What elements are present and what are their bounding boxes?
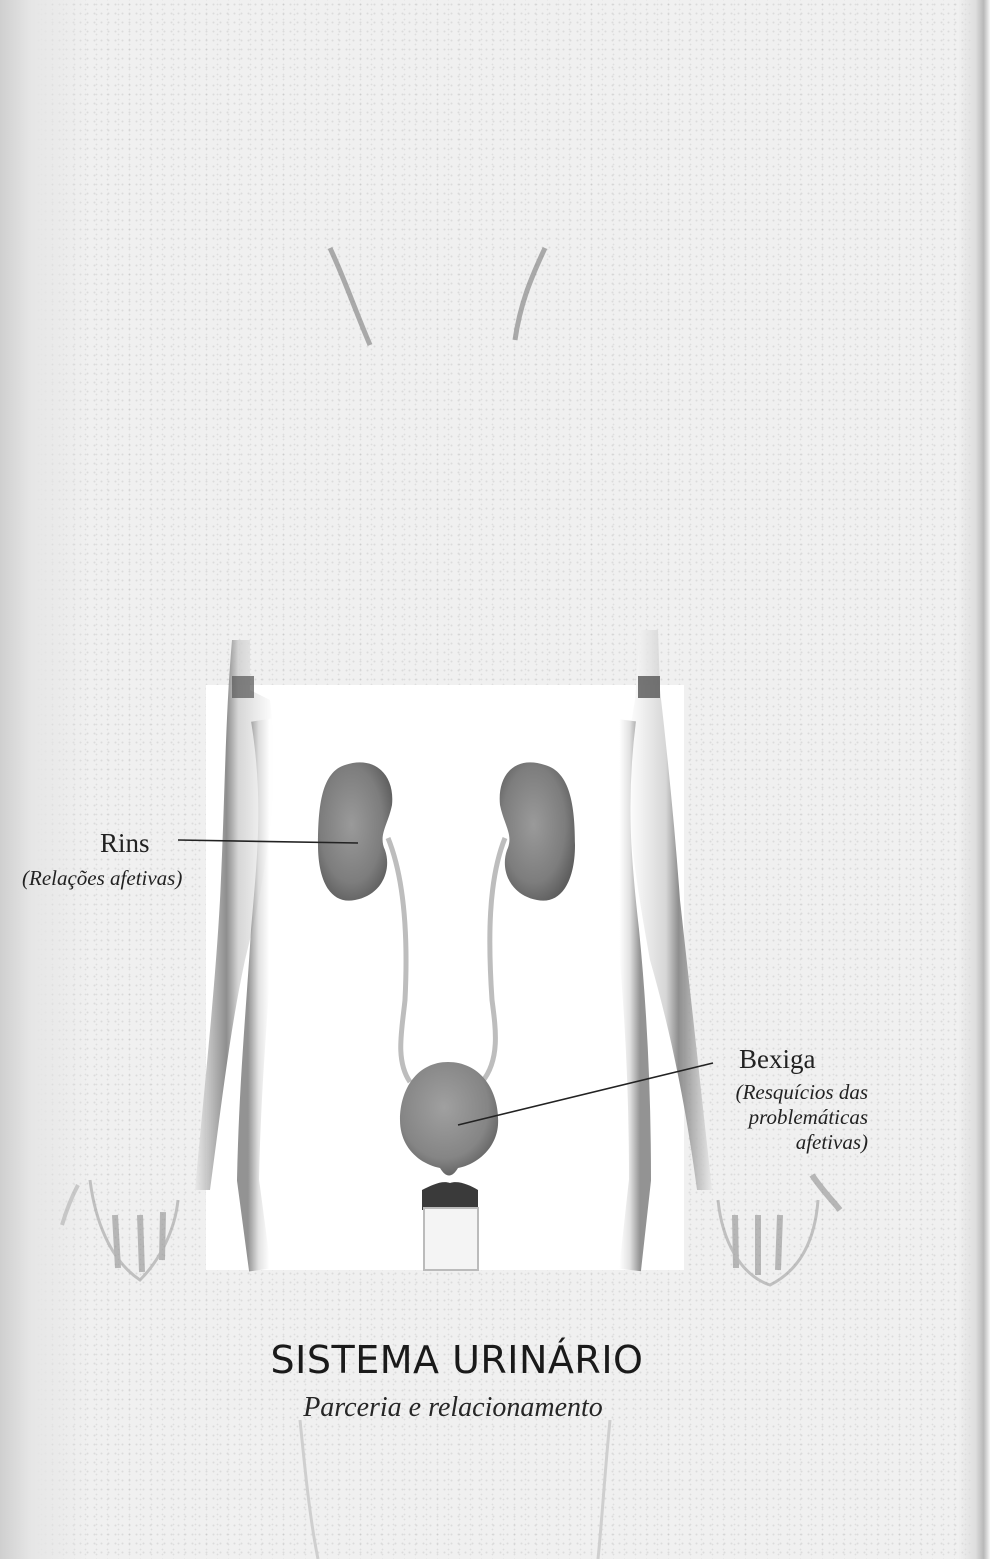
rins-label: Rins xyxy=(100,828,150,858)
urethra-top xyxy=(422,1182,478,1210)
rins-sublabel: (Relações afetivas) xyxy=(22,866,182,891)
left-hand xyxy=(62,1180,178,1280)
right-arm-band xyxy=(638,676,660,698)
neck-right-shadow xyxy=(515,248,545,340)
left-arm-band xyxy=(232,676,254,698)
left-kidney xyxy=(318,762,392,900)
page-subtitle: Parceria e relacionamento xyxy=(0,1392,948,1424)
right-hand xyxy=(718,1175,840,1285)
bexiga-label: Bexiga xyxy=(739,1044,815,1074)
bexiga-sublabel: (Resquícios das problemáticas afetivas) xyxy=(700,1080,868,1155)
left-leg-hint xyxy=(300,1420,318,1559)
urethra xyxy=(424,1208,478,1270)
right-leg-hint xyxy=(598,1420,610,1559)
neck-left-shadow xyxy=(330,248,370,345)
page-title: SISTEMA URINÁRIO xyxy=(0,1338,952,1382)
right-kidney xyxy=(500,762,575,900)
